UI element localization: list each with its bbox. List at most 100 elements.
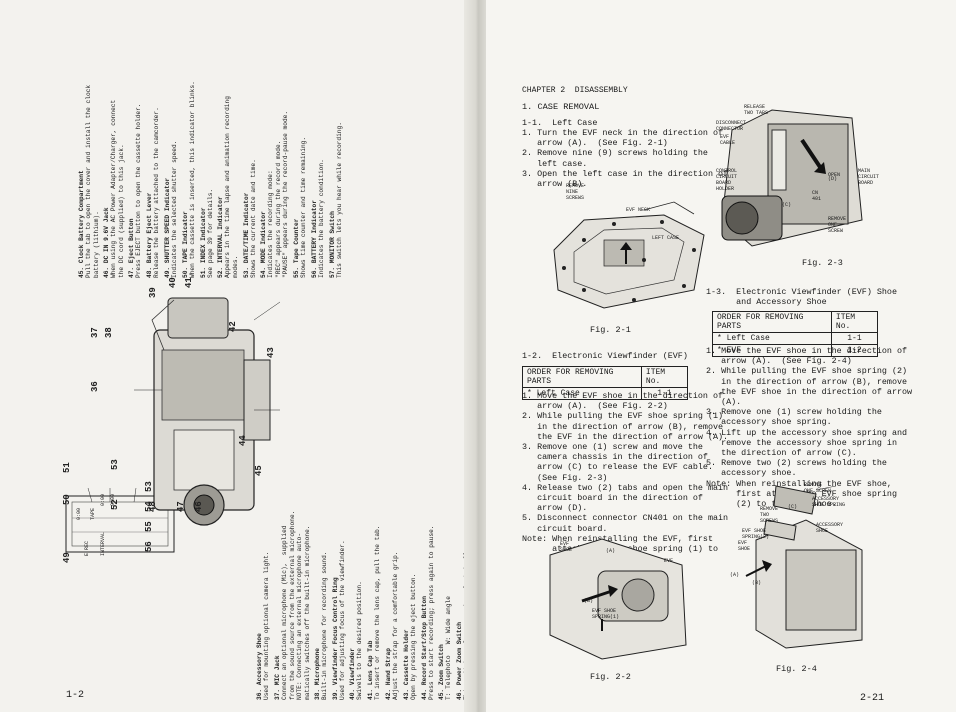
fig-2-3-diagram: [721, 109, 863, 247]
section-1-1-title: 1-1. Left Case: [522, 118, 598, 128]
step-line: 4. Lift up the accessory shoe spring and: [706, 427, 908, 438]
description-text: Shows the current date and time.: [250, 159, 257, 278]
step-line: 2. Remove nine (9) screws holding the: [522, 148, 708, 159]
lcd-callout-49: 49: [62, 552, 72, 563]
step-line: remove the accessory shoe spring in: [706, 437, 897, 448]
step-line: 2. While pulling the EVF shoe spring (1): [522, 411, 724, 422]
lcd-callout-53a: 53: [110, 459, 120, 470]
cam-callout-45: 45: [254, 465, 264, 476]
step-line: Note: When reinstalling the EVF, first: [522, 533, 713, 544]
lcd-callout-51: 51: [62, 462, 72, 473]
cam-callout-40: 40: [168, 277, 178, 288]
fig-2-3-label-c: (C): [782, 202, 792, 208]
table-cell: * EVF: [712, 344, 832, 357]
description-text: Built-in microphone for recording sound.: [321, 551, 329, 700]
step-line: 3. Remove one (1) screw and move the: [522, 442, 703, 453]
lcd-line-erec: E REC: [84, 540, 90, 556]
description-text: Open by pressing the eject button.: [410, 573, 418, 700]
step-line: accessory shoe spring.: [706, 417, 832, 428]
step-line: left case.: [522, 158, 588, 169]
step-line: arrow (C) to release the EVF cable.: [522, 462, 713, 473]
lcd-line-interval: INTERVAL: [100, 531, 106, 556]
fig-2-4-label-c: (C): [788, 504, 798, 510]
step-line: arrow (B).: [522, 179, 588, 190]
description-text: To insert or remove the lens cap, pull t…: [374, 525, 382, 700]
section-1-1-steps: 1. Turn the EVF neck in the direction of…: [522, 128, 728, 189]
table-header-item: ITEM No.: [830, 311, 879, 333]
description-text: This switch lets you hear while recordin…: [336, 122, 343, 278]
section-1-2-steps: 1. Move the EVF shoe in the direction of…: [522, 391, 728, 564]
description-heading: 45. Clock Battery Compartment: [78, 170, 85, 278]
description-text: Shows time counter and time remaining.: [300, 136, 308, 278]
step-line: 3. Remove one (1) screw holding the: [706, 407, 882, 418]
description-text: Press EJECT button to open the cassette …: [135, 103, 143, 278]
left-page-number: 1-2: [66, 690, 85, 701]
fig-2-3-label-disconnect: DISCONNECT CONNECTOR: [716, 120, 747, 132]
cam-callout-39: 39: [148, 287, 158, 298]
description-heading: 36. Accessory Shoe: [256, 633, 263, 700]
lcd-callout-50: 50: [62, 494, 72, 505]
table-header-order: ORDER FOR REMOVING PARTS: [712, 311, 832, 333]
description-text: Appears in the time lapse and animation …: [224, 96, 240, 278]
fig-2-3-label-main: MAIN CIRCUIT BOARD: [858, 168, 880, 186]
description-text: Connect an optional microphone (Mic), su…: [281, 510, 311, 700]
step-line: (See Fig. 2-3): [522, 472, 608, 483]
description-text: Pull the tab to open the cover and insta…: [85, 84, 100, 278]
step-line: arrow (A). (See Fig. 2-4): [706, 356, 852, 367]
fig-2-2-caption: Fig. 2-2: [590, 672, 631, 682]
fig-2-1-caption: Fig. 2-1: [590, 325, 631, 335]
description-heading: 38. Microphone: [313, 648, 321, 700]
fig-2-2-label-spring: EVF SHOE SPRING(1): [592, 608, 620, 620]
description-text: When the cassette is inserted, this indi…: [189, 81, 197, 278]
cam-callout-47: 47: [176, 501, 186, 512]
description-heading: 39. Viewfinder Focus Control Ring: [331, 577, 339, 700]
fig-2-3-caption: Fig. 2-3: [802, 258, 843, 268]
description-text: Swivels to the desired position.: [356, 581, 364, 700]
table-cell: 1-2: [830, 344, 879, 357]
description-heading: 57. MONITOR Switch: [328, 211, 336, 278]
description-text: See page 39 for details.: [207, 188, 214, 278]
chapter-heading: CHAPTER 2 DISASSEMBLY: [522, 86, 628, 95]
cam-callout-46: 46: [194, 501, 204, 512]
description-text: Indicates the battery condition.: [318, 159, 326, 278]
fig-2-4-caption: Fig. 2-4: [776, 664, 817, 674]
step-line: camera chassis in the direction of: [522, 452, 708, 463]
fig-2-2-label-a: (A): [606, 548, 616, 554]
fig-2-1-label-case: LEFT CASE: [652, 235, 680, 241]
description-heading: 56. BATTERY Indicator: [310, 200, 318, 278]
cam-callout-37: 37: [90, 327, 100, 338]
table-cell: 1-1: [830, 332, 879, 345]
table-cell: 1-1: [640, 387, 689, 400]
left-page: 49 50 51 52 53 56 55 54 53 E REC TAPE IN…: [0, 0, 506, 712]
description-text: Press to start recording; press again to…: [428, 525, 435, 700]
fig-2-3-label-release: RELEASE TWO TABS: [744, 104, 769, 116]
step-line: 2. While pulling the EVF shoe spring (2): [706, 366, 908, 377]
fig-2-2-label-shoe: EVF SHOE: [560, 541, 573, 553]
description-text: Indicates the recording mode: "REC" appe…: [267, 110, 290, 278]
step-line: in the direction of arrow (B), remove: [522, 421, 724, 432]
step-line: arrow (A). (See Fig. 2-2): [522, 401, 668, 412]
cam-callout-36: 36: [90, 381, 100, 392]
fig-2-2-label-b: (B): [584, 598, 594, 604]
description-text: T: Telephoto W: Wide angle: [445, 596, 453, 700]
right-page-number: 2-21: [860, 693, 885, 704]
description-heading: 51. INDEX Indicator: [199, 207, 207, 278]
fig-2-4-label-b: (B): [752, 580, 762, 586]
step-line: arrow (A). (See Fig. 2-1): [522, 138, 668, 149]
description-heading: 37. MIC Jack: [273, 655, 281, 700]
section-1-3-title: 1-3. Electronic Viewfinder (EVF) Shoe: [706, 287, 897, 297]
camcorder-diagram: [134, 297, 281, 526]
